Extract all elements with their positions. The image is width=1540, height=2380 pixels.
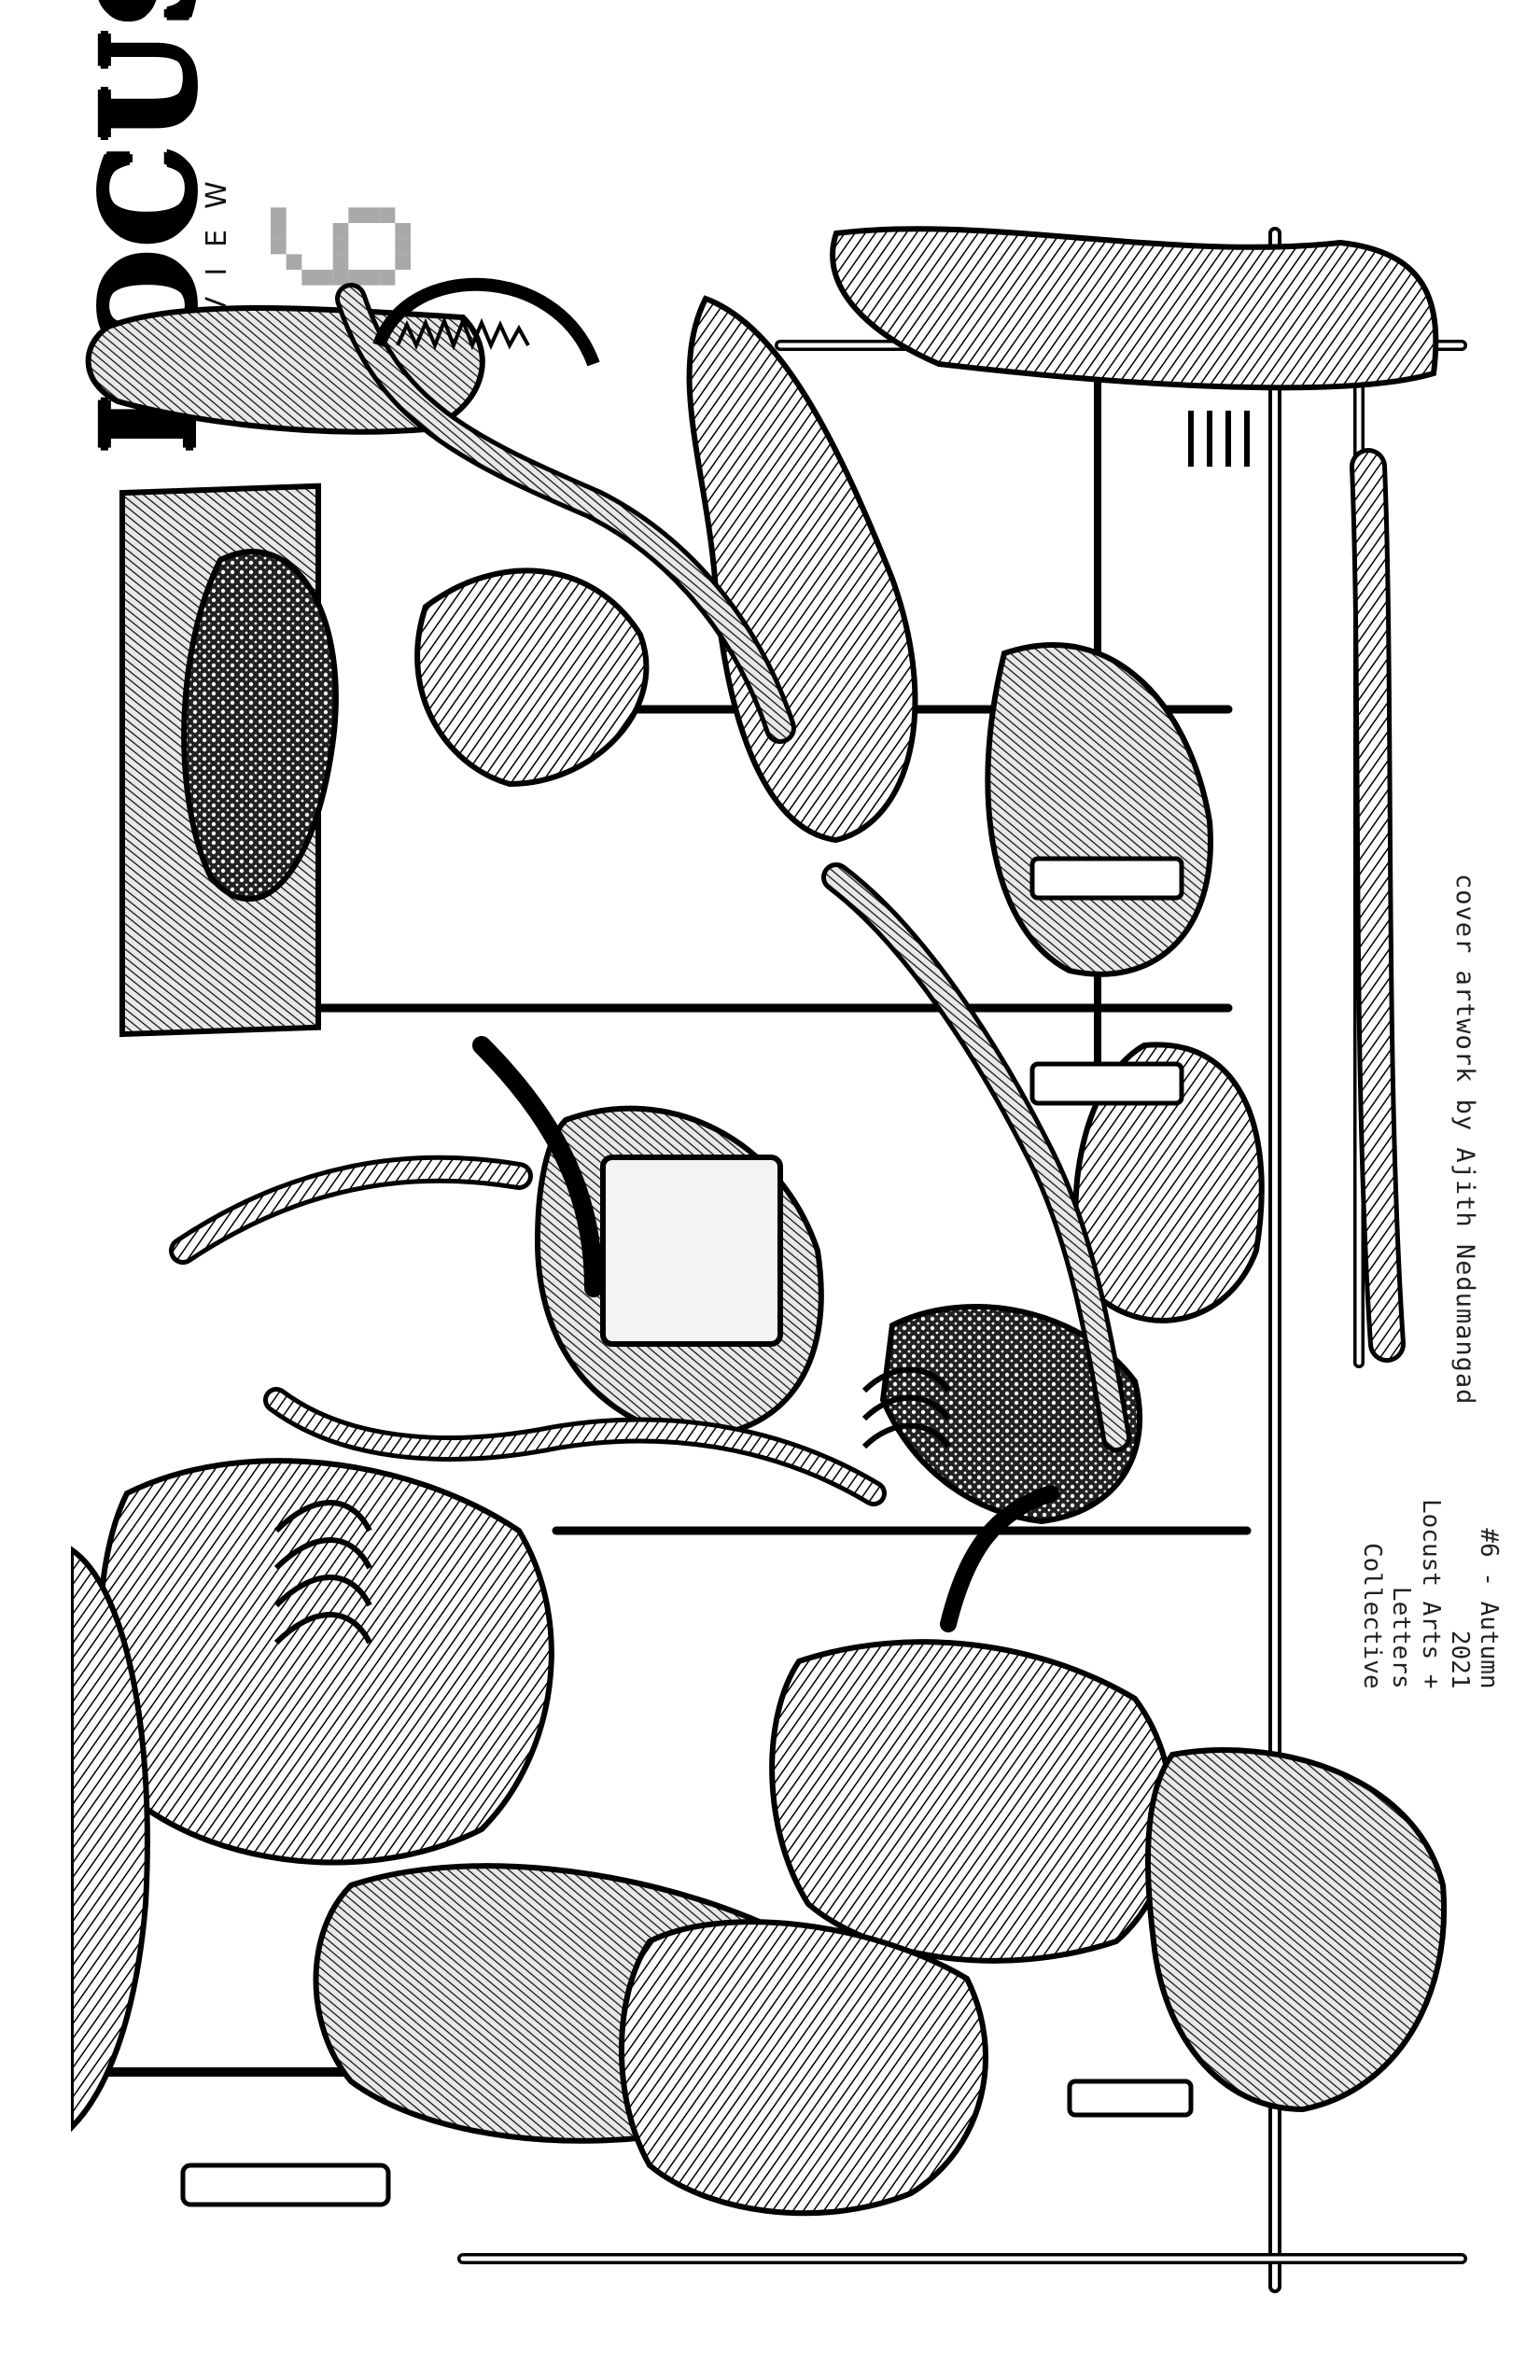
issue-number-pixel (271, 207, 287, 223)
issue-number-pixel (271, 238, 287, 255)
issue-info-line: Locust Arts + (1416, 1499, 1445, 1689)
issue-info-line: #6 - Autumn (1475, 1528, 1503, 1689)
issue-number: 6 (271, 207, 411, 286)
issue-number-pixel (301, 270, 317, 286)
issue-number-pixel (348, 270, 364, 286)
issue-number-pixel (332, 254, 349, 270)
issue-number-pixel (364, 207, 380, 223)
issue-number-pixel (332, 223, 349, 239)
issue-info-line: Letters (1387, 1586, 1416, 1689)
issue-number-pixel (317, 270, 333, 286)
issue-info: #6 - Autumn 2021 Locust Arts + Letters C… (1357, 1499, 1503, 1689)
issue-number-pixel (364, 270, 380, 286)
cover-illustration (71, 226, 1467, 2293)
issue-number-pixel (395, 223, 411, 239)
issue-number-pixel (379, 270, 396, 286)
cover-credit: cover artwork by Ajith Nedumangad (1450, 874, 1479, 1406)
issue-number-pixel (379, 207, 396, 223)
issue-info-line: Collective (1358, 1542, 1387, 1689)
issue-number-pixel (332, 270, 349, 286)
issue-info-line: 2021 (1445, 1630, 1474, 1689)
issue-number-pixel (395, 254, 411, 270)
issue-number-pixel (348, 207, 364, 223)
issue-number-pixel (332, 238, 349, 255)
issue-number-pixel (286, 254, 302, 270)
issue-number-pixel (271, 223, 287, 239)
issue-number-pixel (395, 238, 411, 255)
